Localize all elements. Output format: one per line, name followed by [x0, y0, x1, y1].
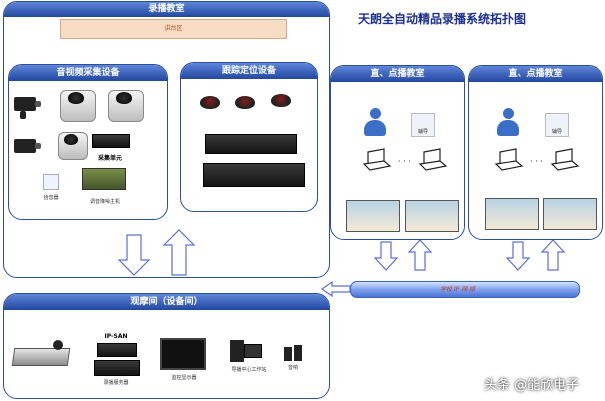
arrow-up-icon — [540, 239, 566, 271]
speaker-label: 音响 — [287, 365, 298, 371]
laptop-base-icon — [550, 160, 580, 171]
ipsan-icon — [97, 343, 137, 357]
guide-label: 辅导 — [551, 129, 562, 135]
camera-mount-icon — [20, 111, 26, 119]
laptop-base-icon — [418, 160, 448, 171]
video-screen-icon — [543, 198, 597, 230]
ptz-lens-icon — [116, 92, 132, 104]
recording-server-label: 录播服务器 — [103, 380, 129, 386]
tracking-switch-icon — [203, 163, 305, 187]
control-room-title: 观摩间（设备间） — [4, 294, 329, 310]
watermark: 头条 @能欣电子 — [484, 378, 580, 393]
tracking-title: 跟踪定位设备 — [181, 63, 317, 79]
mixer-label: 调音降噪主机 — [89, 199, 120, 205]
arrow-down-icon — [373, 241, 399, 271]
joystick-icon — [53, 340, 63, 350]
speaker-icon — [284, 347, 292, 361]
podium-area: 讲台区 — [60, 19, 287, 39]
guide-icon — [545, 113, 569, 137]
box-camera-icon — [14, 97, 36, 111]
classroom-left-title: 直、点播教室 — [331, 66, 464, 82]
capture-unit-label: 采集单元 — [97, 155, 122, 162]
person-icon — [364, 108, 386, 136]
av-capture-title: 音视频采集设备 — [9, 65, 167, 81]
person-icon — [497, 108, 519, 136]
diagram-title: 天朗全自动精品录播系统拓扑图 — [358, 12, 527, 26]
tracking-host-icon — [205, 134, 297, 154]
camera-lens-icon — [35, 143, 41, 149]
guide-icon — [411, 113, 435, 137]
laptop-base-icon — [494, 160, 524, 171]
tracking-camera-icon — [235, 96, 255, 109]
arrow-up-icon — [407, 239, 433, 271]
pickup-icon — [43, 174, 59, 190]
svg-text:· · ·: · · · — [398, 157, 411, 166]
monitor-label: 监控显示器 — [171, 375, 197, 381]
workstation-label: 导播中心工作站 — [231, 367, 267, 373]
arrow-down-icon — [505, 241, 531, 271]
video-screen-icon — [346, 200, 400, 232]
pc-tower-icon — [230, 340, 244, 362]
svg-text:· · ·: · · · — [530, 157, 543, 166]
box-camera-icon — [14, 139, 36, 153]
ptz-lens-icon — [68, 92, 84, 104]
network-label: 学校 IP 网 络 — [440, 286, 476, 293]
monitor-icon — [160, 338, 206, 370]
mixer-icon — [82, 168, 126, 190]
recording-room-title: 录播教室 — [4, 2, 329, 17]
ipsan-label: IP-SAN — [104, 333, 128, 340]
video-screen-icon — [405, 200, 459, 232]
speaker-icon — [294, 345, 302, 361]
school-ip-network — [350, 281, 580, 298]
classroom-right-title: 直、点播教室 — [469, 66, 602, 82]
control-keyboard-icon — [11, 348, 71, 366]
ptz-lens-icon — [64, 134, 78, 145]
workstation-screen-icon — [244, 344, 262, 358]
laptop-base-icon — [362, 160, 392, 171]
arrow-down-icon — [117, 234, 151, 276]
video-screen-icon — [485, 198, 539, 230]
recording-server-icon — [94, 360, 140, 376]
capture-unit-icon — [92, 134, 130, 148]
tracking-camera-icon — [200, 96, 220, 109]
pickup-label: 拾音器 — [43, 195, 59, 201]
ptz-camera-icon — [58, 132, 88, 160]
tracking-camera-icon — [271, 94, 291, 107]
arrow-up-icon — [162, 229, 196, 276]
guide-label: 辅导 — [417, 129, 428, 135]
camera-lens-icon — [35, 101, 41, 107]
